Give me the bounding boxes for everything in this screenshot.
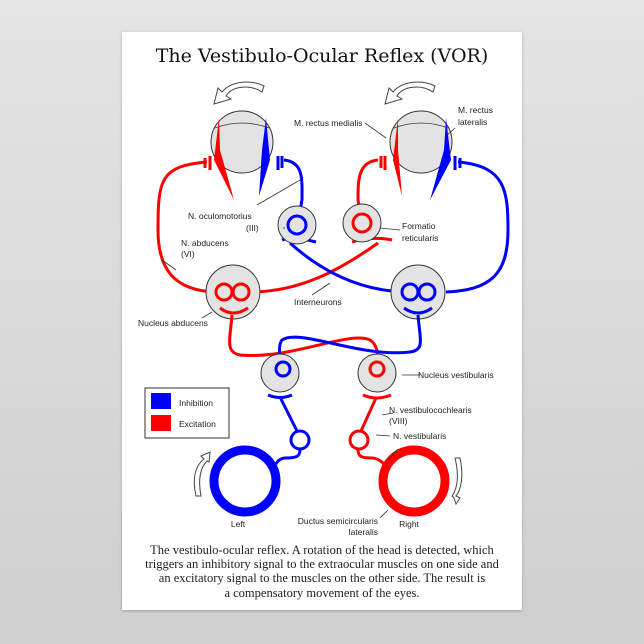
eye-rotation-arrow-right-icon: [384, 81, 436, 105]
label-abducens-2: (VI): [181, 249, 195, 259]
legend-label-excitation: Excitation: [179, 419, 216, 429]
right-nucleus-vestibularis: [357, 353, 397, 400]
legend-swatch-inhibition: [151, 393, 171, 409]
label-rectus-lateralis: M. rectus: [458, 105, 493, 115]
legend: Inhibition Excitation: [144, 387, 230, 439]
right-eye: [389, 110, 453, 174]
label-nucleus-vestibularis: Nucleus vestibularis: [418, 370, 494, 380]
label-oculomotorius-2: (III): [246, 223, 259, 233]
left-nucleus-vestibularis: [260, 353, 300, 399]
legend-swatch-excitation: [151, 415, 171, 431]
head-rotation-arrow-right-icon: [451, 457, 463, 506]
label-interneurons: Interneurons: [294, 297, 342, 307]
label-right: Right: [399, 519, 419, 529]
legend-label-inhibition: Inhibition: [179, 398, 213, 408]
right-oculomotor-nerve: [356, 158, 379, 223]
left-nucleus-abducens: [205, 264, 261, 320]
label-abducens: N. abducens: [181, 238, 229, 248]
caption: The vestibulo-ocular reflex. A rotation …: [145, 543, 499, 600]
nucleus-oculomotorius: [277, 205, 317, 245]
label-rectus-medialis: M. rectus medialis: [294, 118, 363, 128]
label-nucleus-abducens: Nucleus abducens: [138, 318, 208, 328]
label-formatio-2: reticularis: [402, 233, 438, 243]
right-semicircular-duct: [378, 445, 450, 517]
poster: [122, 32, 522, 610]
left-abducens-nerve: [156, 160, 215, 294]
right-vestibulocochlear-nerve: [356, 397, 386, 466]
label-vestibularis: N. vestibularis: [393, 431, 446, 441]
label-left: Left: [231, 519, 246, 529]
caption-line: a compensatory movement of the eyes.: [224, 586, 419, 600]
eye-rotation-arrow-left-icon: [213, 81, 265, 105]
diagram-title: The Vestibulo-Ocular Reflex (VOR): [156, 45, 489, 67]
label-vestibulocochlearis-2: (VIII): [389, 416, 408, 426]
caption-line: The vestibulo-ocular reflex. A rotation …: [150, 543, 494, 557]
right-rectus-lateralis-muscle: [430, 118, 451, 200]
caption-line: an excitatory signal to the muscles on t…: [159, 571, 486, 585]
head-rotation-arrow-left-icon: [193, 451, 211, 497]
right-ganglion: [348, 429, 370, 451]
right-rectus-medialis-muscle: [393, 118, 402, 196]
label-ductus-2: lateralis: [349, 527, 378, 537]
left-vestibulocochlear-nerve: [274, 396, 302, 465]
caption-line: triggers an inhibitory signal to the ext…: [145, 557, 499, 571]
left-rectus-medialis-muscle: [259, 118, 270, 196]
left-vestibular-projection: [278, 314, 422, 367]
left-semicircular-duct: [209, 445, 281, 517]
right-abducens-nerve: [445, 160, 510, 294]
left-rectus-lateralis-muscle: [214, 118, 234, 200]
right-nucleus-abducens: [390, 264, 446, 320]
label-vestibulocochlearis: N. vestibulocochlearis: [389, 405, 472, 415]
right-vestibular-projection: [228, 314, 380, 367]
left-oculomotor-nerve: [283, 158, 304, 223]
left-eye: [210, 110, 274, 174]
left-ganglion: [289, 429, 311, 451]
label-oculomotorius: N. oculomotorius: [188, 211, 252, 221]
formatio-reticularis: [342, 203, 382, 243]
label-rectus-lateralis-2: lateralis: [458, 117, 487, 127]
label-formatio: Formatio: [402, 221, 436, 231]
label-ductus: Ductus semicircularis: [298, 516, 378, 526]
left-interneuron: [249, 241, 379, 294]
